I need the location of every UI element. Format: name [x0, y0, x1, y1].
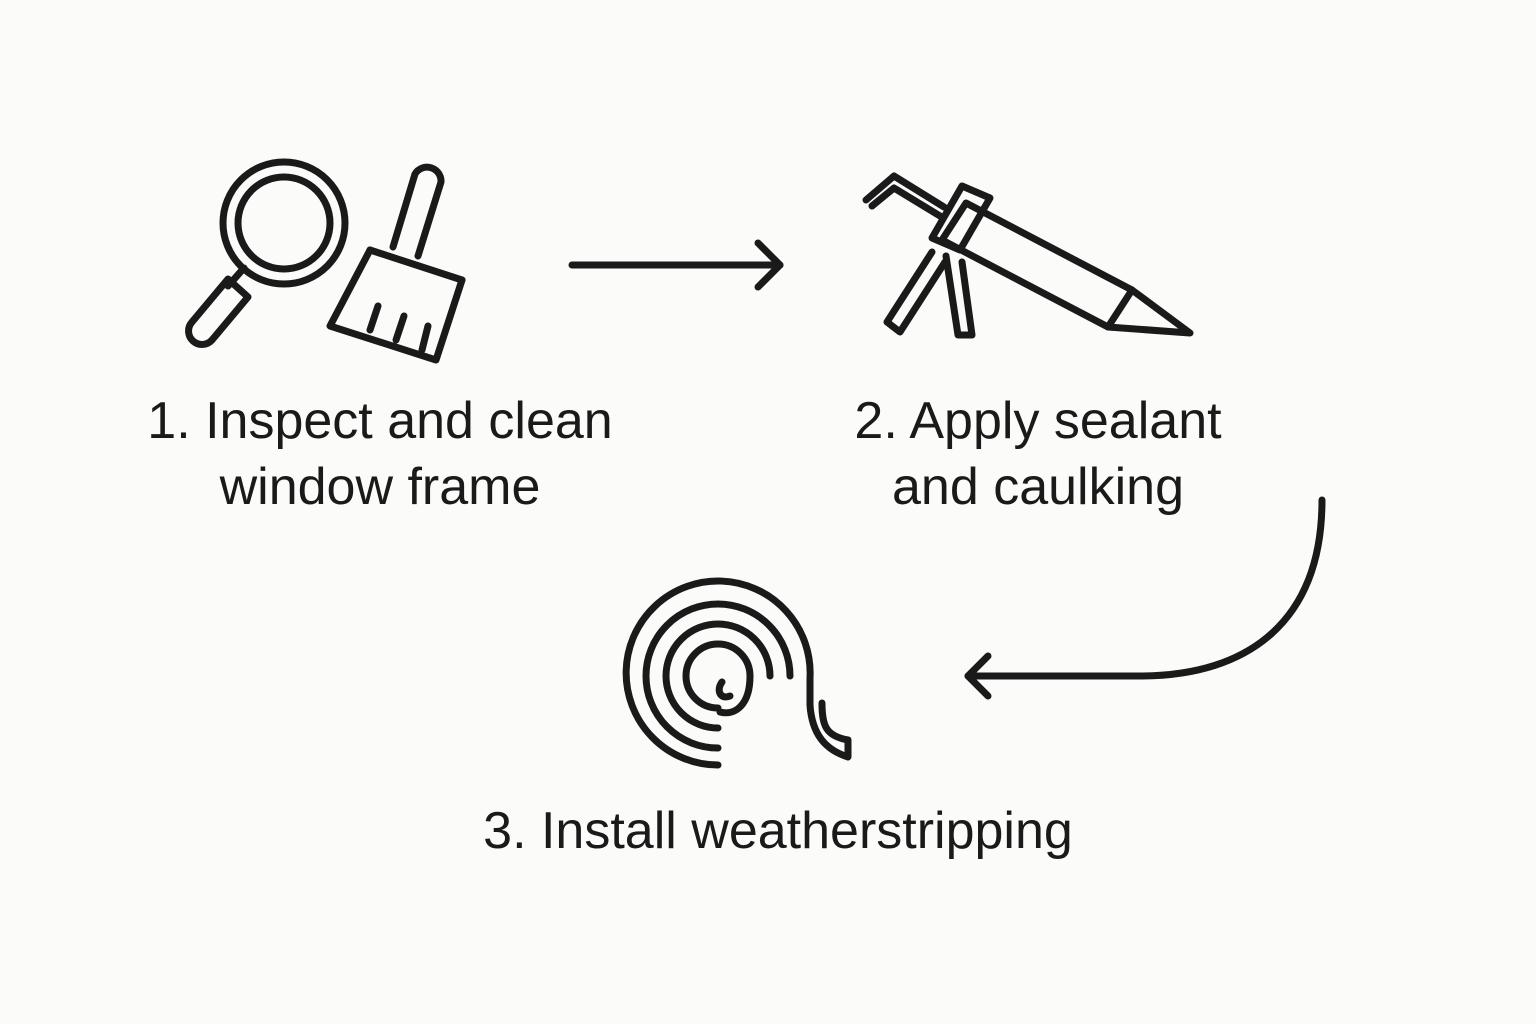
magnifying-glass-icon — [185, 158, 349, 348]
arrow-step1-to-step2 — [568, 239, 784, 291]
step-2-line-2: and caulking — [892, 458, 1184, 516]
step-2-line-1: 2. Apply sealant — [854, 392, 1222, 450]
brush-icon — [326, 163, 466, 364]
step-3-line-1: 3. Install weatherstripping — [483, 802, 1073, 860]
step-1-label: 1. Inspect and clean window frame — [120, 388, 640, 520]
step-3-label: 3. Install weatherstripping — [418, 798, 1138, 864]
step-2-label: 2. Apply sealant and caulking — [808, 388, 1268, 520]
step-1-line-1: 1. Inspect and clean — [147, 392, 613, 450]
step-1-line-2: window frame — [219, 458, 541, 516]
weatherstrip-roll-icon — [622, 577, 852, 769]
caulking-gun-icon — [862, 172, 1194, 339]
arrow-step2-to-step3 — [964, 496, 1326, 700]
